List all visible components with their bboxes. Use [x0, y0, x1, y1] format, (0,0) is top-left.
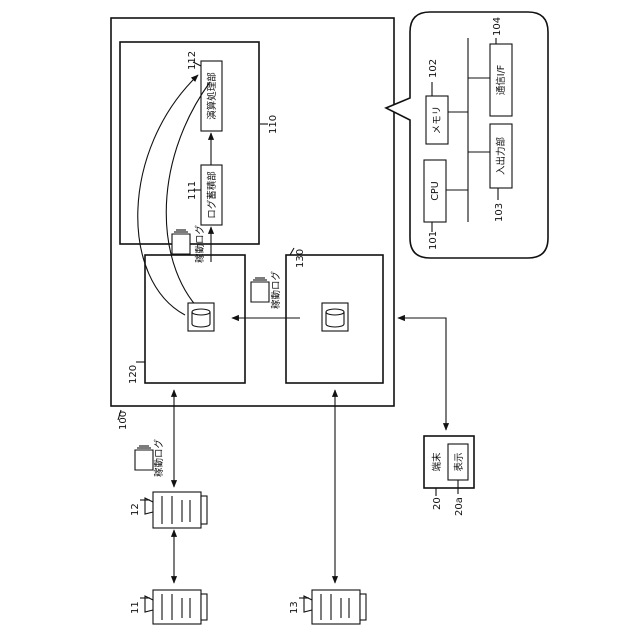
operation-log-icon-1: [172, 230, 190, 254]
svg-text:12: 12: [130, 503, 141, 516]
cpu-label: CPU: [430, 181, 441, 200]
operation-log-icon-3: [135, 446, 153, 470]
svg-text:13: 13: [289, 601, 300, 614]
svg-text:112: 112: [187, 51, 198, 70]
svg-text:101: 101: [428, 231, 439, 250]
svg-text:110: 110: [268, 115, 279, 134]
operation-log-icon-2: [251, 278, 269, 302]
svg-text:102: 102: [428, 59, 439, 78]
ref-100: 100: [118, 410, 129, 430]
computation-unit-label: 演算処理部: [206, 72, 218, 120]
terminal-label: 端末: [431, 452, 443, 472]
printer-device-13: [304, 590, 366, 624]
printer-device-11: [145, 590, 207, 624]
ref-20: 20: [432, 488, 443, 510]
svg-text:20: 20: [432, 497, 443, 510]
operation-log-label-3: 稼動ログ: [153, 439, 165, 478]
svg-text:130: 130: [295, 249, 306, 268]
svg-text:11: 11: [130, 601, 141, 614]
comm-if-label: 通信I/F: [495, 65, 507, 95]
operation-log-label-2: 稼動ログ: [270, 271, 282, 310]
printer-device-12: [145, 492, 207, 528]
svg-text:20a: 20a: [454, 497, 465, 516]
display-label: 表示: [453, 452, 465, 471]
link-server-terminal: [398, 318, 446, 430]
log-storage-label: ログ蓄積部: [206, 171, 218, 219]
svg-text:120: 120: [128, 365, 139, 384]
memory-label: メモリ: [432, 106, 443, 135]
hardware-bubble: [386, 12, 548, 258]
svg-text:103: 103: [494, 203, 505, 222]
database-icon-130: [322, 303, 348, 331]
operation-log-label-1: 稼動ログ: [194, 225, 206, 264]
io-unit-label: 入出力部: [495, 137, 507, 175]
processing-box-110: [120, 42, 259, 244]
database-icon-120: [188, 303, 214, 331]
svg-text:104: 104: [492, 17, 503, 36]
